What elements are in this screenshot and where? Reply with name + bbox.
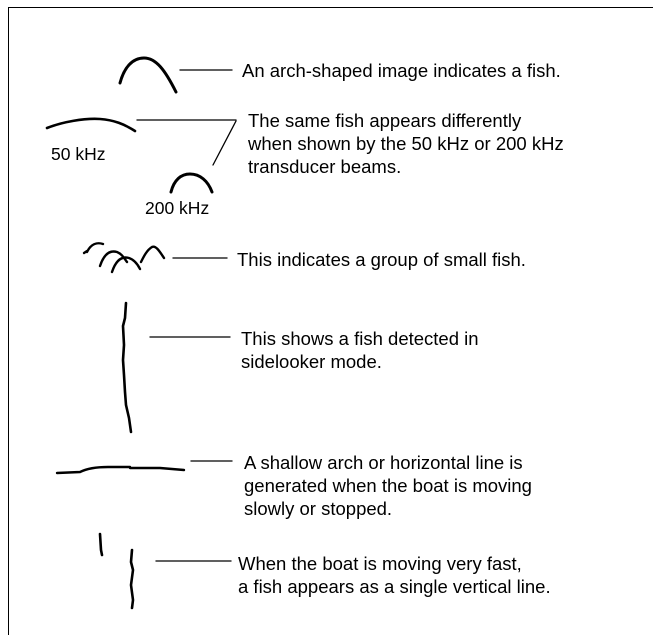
- echo-50khz: [45, 117, 137, 133]
- caption-frequency: The same fish appears differently when s…: [248, 109, 564, 178]
- shallow-arch-echo: [55, 465, 186, 475]
- sidelooker-echo: [121, 301, 133, 434]
- frequency-leader-200khz: [212, 120, 237, 166]
- caption-group: This indicates a group of small fish.: [237, 249, 526, 270]
- caption-arch: An arch-shaped image indicates a fish.: [242, 60, 561, 81]
- echo-200khz: [169, 172, 214, 194]
- caption-sidelooker-line: sidelooker mode.: [241, 351, 382, 372]
- caption-sidelooker-line: This shows a fish detected in: [241, 328, 479, 349]
- caption-shallow-line: slowly or stopped.: [244, 498, 393, 519]
- fast-motion-echo: [98, 532, 135, 610]
- diagram-frame: [8, 7, 653, 635]
- caption-sidelooker: This shows a fish detected in sidelooker…: [241, 327, 479, 373]
- caption-frequency-line: when shown by the 50 kHz or 200 kHz: [248, 133, 564, 154]
- caption-shallow-line: A shallow arch or horizontal line is: [244, 452, 523, 473]
- caption-shallow: A shallow arch or horizontal line is gen…: [244, 451, 532, 520]
- caption-fast: When the boat is moving very fast, a fis…: [238, 552, 551, 598]
- arch-fish-echo: [118, 56, 178, 94]
- caption-fast-line: a fish appears as a single vertical line…: [238, 576, 551, 597]
- label-200khz: 200 kHz: [145, 198, 210, 218]
- label-50khz: 50 kHz: [51, 144, 106, 164]
- caption-shallow-line: generated when the boat is moving: [244, 475, 532, 496]
- caption-frequency-line: transducer beams.: [248, 156, 402, 177]
- caption-frequency-line: The same fish appears differently: [248, 110, 522, 131]
- small-fish-group-echo: [82, 242, 166, 274]
- caption-fast-line: When the boat is moving very fast,: [238, 553, 522, 574]
